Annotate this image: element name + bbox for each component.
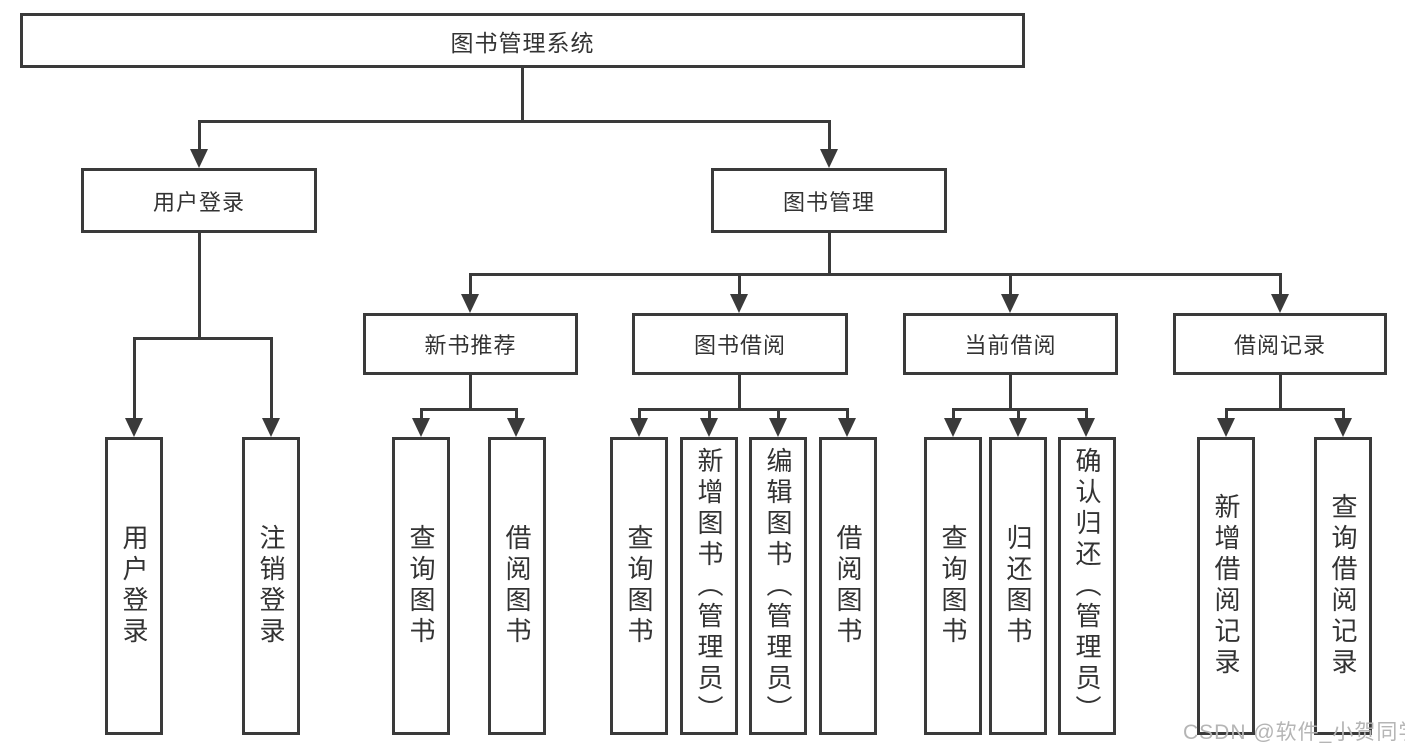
arrowhead-down	[820, 149, 838, 168]
node-root: 图书管理系统	[20, 13, 1025, 68]
leaf-rec-add-record-label: 新增借阅记录	[1211, 493, 1241, 679]
leaf-logout: 注销登录	[242, 437, 300, 735]
connector-line	[198, 120, 201, 152]
node-user-login: 用户登录	[81, 168, 317, 233]
leaf-bw-add-book-admin-label: 新增图书（管理员）	[694, 446, 724, 726]
node-book-borrow: 图书借阅	[632, 313, 848, 375]
connector-line	[515, 408, 518, 422]
leaf-nb-query-book-label: 查询图书	[406, 524, 436, 648]
arrowhead-down	[190, 149, 208, 168]
leaf-cb-return-book: 归还图书	[989, 437, 1047, 735]
connector-line	[828, 120, 831, 152]
connector-line	[1279, 273, 1282, 297]
connector-line	[1279, 375, 1282, 410]
connector-line	[638, 408, 641, 422]
node-root-label: 图书管理系统	[450, 29, 595, 56]
leaf-rec-query-record: 查询借阅记录	[1314, 437, 1372, 735]
leaf-cb-query-book: 查询图书	[924, 437, 982, 735]
connector-line	[952, 408, 1088, 411]
connector-line	[469, 375, 472, 410]
connector-line	[420, 408, 423, 422]
node-user-login-label: 用户登录	[152, 189, 245, 215]
node-new-book-recommend-label: 新书推荐	[424, 333, 517, 358]
leaf-nb-borrow-book-label: 借阅图书	[502, 524, 532, 648]
arrowhead-down	[1001, 294, 1019, 313]
connector-line	[198, 120, 831, 123]
node-borrow-records: 借阅记录	[1173, 313, 1387, 375]
leaf-bw-borrow-book-label: 借阅图书	[833, 524, 863, 648]
node-book-management-label: 图书管理	[782, 189, 875, 215]
connector-line	[133, 337, 273, 340]
node-new-book-recommend: 新书推荐	[363, 313, 578, 375]
leaf-bw-query-book: 查询图书	[610, 437, 668, 735]
arrowhead-down	[1271, 294, 1289, 313]
connector-line	[952, 408, 955, 422]
node-book-management: 图书管理	[711, 168, 947, 233]
connector-line	[1017, 408, 1020, 422]
leaf-cb-confirm-return-admin: 确认归还（管理员）	[1058, 437, 1116, 735]
arrowhead-down	[262, 418, 280, 437]
arrowhead-down	[730, 294, 748, 313]
connector-line	[1225, 408, 1344, 411]
connector-line	[469, 273, 1282, 276]
leaf-cb-return-book-label: 归还图书	[1003, 524, 1033, 648]
node-book-borrow-label: 图书借阅	[693, 333, 786, 358]
connector-line	[708, 408, 711, 422]
arrowhead-down	[769, 418, 787, 437]
connector-line	[1009, 375, 1012, 410]
arrowhead-down	[630, 418, 648, 437]
node-current-borrow: 当前借阅	[903, 313, 1118, 375]
node-current-borrow-label: 当前借阅	[964, 333, 1057, 358]
connector-line	[738, 375, 741, 410]
leaf-nb-borrow-book: 借阅图书	[488, 437, 546, 735]
arrowhead-down	[1334, 418, 1352, 437]
arrowhead-down	[1009, 418, 1027, 437]
leaf-cb-confirm-return-admin-label: 确认归还（管理员）	[1072, 446, 1102, 726]
leaf-bw-add-book-admin: 新增图书（管理员）	[680, 437, 738, 735]
connector-line	[846, 408, 849, 422]
connector-line	[270, 337, 273, 422]
connector-line	[828, 233, 831, 275]
connector-line	[420, 408, 518, 411]
leaf-nb-query-book: 查询图书	[392, 437, 450, 735]
leaf-bw-borrow-book: 借阅图书	[819, 437, 877, 735]
arrowhead-down	[1077, 418, 1095, 437]
connector-line	[133, 337, 136, 422]
csdn-watermark: CSDN @软件_小贺同学	[1183, 721, 1405, 744]
connector-line	[738, 273, 741, 297]
arrowhead-down	[838, 418, 856, 437]
connector-line	[521, 66, 524, 122]
connector-line	[469, 273, 472, 297]
leaf-cb-query-book-label: 查询图书	[938, 524, 968, 648]
connector-line	[1085, 408, 1088, 422]
arrowhead-down	[125, 418, 143, 437]
connector-line	[777, 408, 780, 422]
connector-line	[1342, 408, 1345, 422]
connector-line	[198, 233, 201, 339]
arrowhead-down	[412, 418, 430, 437]
arrowhead-down	[700, 418, 718, 437]
arrowhead-down	[461, 294, 479, 313]
leaf-user-login: 用户登录	[105, 437, 163, 735]
leaf-bw-edit-book-admin: 编辑图书（管理员）	[749, 437, 807, 735]
connector-line	[638, 408, 849, 411]
connector-line	[1009, 273, 1012, 297]
connector-line	[1225, 408, 1228, 422]
arrowhead-down	[944, 418, 962, 437]
leaf-user-login-label: 用户登录	[119, 524, 149, 648]
leaf-rec-query-record-label: 查询借阅记录	[1328, 493, 1358, 679]
node-borrow-records-label: 借阅记录	[1233, 333, 1326, 358]
arrowhead-down	[507, 418, 525, 437]
leaf-logout-label: 注销登录	[256, 524, 286, 648]
leaf-bw-query-book-label: 查询图书	[624, 524, 654, 648]
leaf-bw-edit-book-admin-label: 编辑图书（管理员）	[763, 446, 793, 726]
arrowhead-down	[1217, 418, 1235, 437]
leaf-rec-add-record: 新增借阅记录	[1197, 437, 1255, 735]
